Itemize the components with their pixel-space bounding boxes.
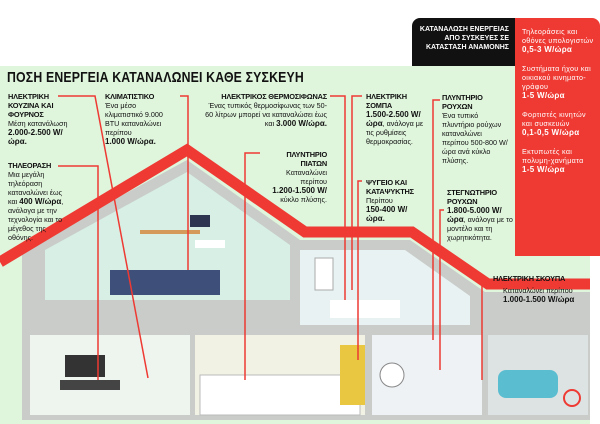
- device-value: 1.800-5.000 W/ώρα: [447, 206, 502, 224]
- device-washing-machine: ΠΛΥΝΤΗΡΙΟ ΡΟΥΧΩΝ Ένα τυπικό πλυντήριο ρο…: [442, 93, 510, 165]
- device-value: 400 W/ώρα: [19, 197, 62, 206]
- bed: [110, 270, 220, 295]
- standby-value: 1-5 W/ώρα: [522, 165, 565, 174]
- device-value: 1.000-1.500 W/ώρα: [503, 295, 575, 304]
- device-text: κύκλο πλύσης.: [280, 195, 327, 204]
- device-value: 150-400 W/ώρα.: [366, 205, 408, 223]
- car: [498, 370, 558, 398]
- device-text: , ανάλογα με την τεχνολογία και το μέγεθ…: [8, 197, 64, 242]
- ac-unit: [195, 240, 225, 248]
- device-fridge: ΨΥΓΕΙΟ ΚΑΙ ΚΑΤΑΨΥΚΤΗΣ Περίπου 150-400 W/…: [366, 178, 426, 223]
- device-value: 1.000 W/ώρα.: [105, 137, 156, 146]
- device-value: 1.200-1.500 W/: [272, 186, 327, 195]
- device-name: ΠΛΥΝΤΗΡΙΟ ΠΙΑΤΩΝ: [286, 150, 327, 168]
- device-tv: ΤΗΛΕΟΡΑΣΗ Μια μεγάλη τηλεόραση καταναλών…: [8, 161, 68, 242]
- washing-machine: [379, 362, 405, 388]
- device-name: ΗΛΕΚΤΡΙΚΗ ΚΟΥΖΙΝΑ ΚΑΙ ΦΟΥΡΝΟΣ: [8, 92, 54, 119]
- device-electric-stove: ΗΛΕΚΤΡΙΚΗ ΣΟΜΠΑ 1.500-2.500 W/ώρα, ανάλο…: [366, 92, 428, 146]
- water-heater: [314, 257, 334, 291]
- device-dishwasher: ΠΛΥΝΤΗΡΙΟ ΠΙΑΤΩΝ Καταναλώνει περίπου 1.2…: [265, 150, 327, 204]
- device-name: ΗΛΕΚΤΡΙΚΗ ΣΚΟΥΠΑ: [493, 274, 566, 283]
- device-text: Καταναλώνει περίπου: [503, 286, 573, 295]
- callout-lines: [58, 95, 488, 380]
- device-text: Μια μεγάλη τηλεόραση καταναλώνει έως και: [8, 170, 63, 206]
- attic-room: [45, 172, 290, 300]
- device-name: ΚΛΙΜΑΤΙΣΤΙΚΟ: [105, 92, 155, 101]
- device-kitchen: ΗΛΕΚΤΡΙΚΗ ΚΟΥΖΙΝΑ ΚΑΙ ΦΟΥΡΝΟΣ Μέση καταν…: [8, 92, 68, 146]
- device-value: 3.000 W/ώρα.: [276, 119, 327, 128]
- device-name: ΗΛΕΚΤΡΙΚΗ ΣΟΜΠΑ: [366, 92, 407, 110]
- device-text: , ανάλογα με τις ρυθμίσεις θερμοκρασίας.: [366, 119, 424, 146]
- standby-label: Τηλεοράσεις και οθόνες υπολογιστών: [522, 27, 594, 45]
- standby-value: 1-5 W/ώρα: [522, 91, 565, 100]
- standby-label: Φορτιστές κινητών και συσκευών: [522, 110, 586, 128]
- device-value: 1.500-2.500 W/ώρα: [366, 110, 421, 128]
- monitor: [190, 215, 210, 227]
- device-text: Καταναλώνει περίπου: [286, 168, 327, 186]
- device-text: Ένας τυπικός θερμοσίφωνας των 50-60 λίτρ…: [205, 101, 327, 128]
- device-name: ΣΤΕΓΝΩΤΗΡΙΟ ΡΟΥΧΩΝ: [447, 188, 497, 206]
- device-vacuum: ΗΛΕΚΤΡΙΚΗ ΣΚΟΥΠΑ Καταναλώνει περίπου 1.0…: [493, 274, 593, 304]
- device-text: Ένα μέσο κλιματιστικό 9.000 BTU καταναλώ…: [105, 101, 163, 137]
- desk: [140, 230, 200, 234]
- device-text: Μέση κατανάλωση: [8, 119, 68, 128]
- living-room: [30, 335, 190, 415]
- kitchen-counter: [199, 374, 361, 416]
- device-name: ΠΛΥΝΤΗΡΙΟ ΡΟΥΧΩΝ: [442, 93, 483, 111]
- device-value: 2.000-2.500 W/ώρα.: [8, 128, 63, 146]
- device-ac: ΚΛΙΜΑΤΙΣΤΙΚΟ Ένα μέσο κλιματιστικό 9.000…: [105, 92, 175, 146]
- device-text: Περίπου: [366, 196, 393, 205]
- tv-screen: [65, 355, 105, 377]
- device-name: ΗΛΕΚΤΡΙΚΟΣ ΘΕΡΜΟΣΙΦΩΝΑΣ: [221, 92, 327, 101]
- bathtub: [330, 300, 400, 318]
- standby-value: 0,5-3 W/ώρα: [522, 45, 573, 54]
- standby-label: Εκτυπωτές και πολυμη-χανήματα: [522, 147, 584, 165]
- device-name: ΨΥΓΕΙΟ ΚΑΙ ΚΑΤΑΨΥΚΤΗΣ: [366, 178, 414, 196]
- fridge: [340, 345, 365, 405]
- device-water-heater: ΗΛΕΚΤΡΙΚΟΣ ΘΕΡΜΟΣΙΦΩΝΑΣ Ένας τυπικός θερ…: [205, 92, 327, 128]
- standby-value: 0,1-0,5 W/ώρα: [522, 128, 580, 137]
- standby-label: Συστήματα ήχου και οικιακού κινηματο-γρά…: [522, 64, 591, 91]
- scooter-wheel: [563, 389, 581, 407]
- page-title: ΠΟΣΗ ΕΝΕΡΓΕΙΑ ΚΑΤΑΝΑΛΩΝΕΙ ΚΑΘΕ ΣΥΣΚΕΥΗ: [7, 69, 304, 86]
- standby-item: Συστήματα ήχου και οικιακού κινηματο-γρά…: [522, 64, 596, 100]
- device-name: ΤΗΛΕΟΡΑΣΗ: [8, 161, 52, 170]
- device-dryer: ΣΤΕΓΝΩΤΗΡΙΟ ΡΟΥΧΩΝ 1.800-5.000 W/ώρα, αν…: [447, 188, 513, 242]
- tv-stand: [60, 380, 120, 390]
- device-text: Ένα τυπικό πλυντήριο ρούχων καταναλώνει …: [442, 111, 508, 165]
- standby-heading: ΚΑΤΑΝΑΛΩΣΗ ΕΝΕΡΓΕΙΑΣ ΑΠΟ ΣΥΣΚΕΥΕΣ ΣΕ ΚΑΤ…: [412, 18, 515, 66]
- device-text: , ανάλογα με το μοντέλο και τη χωρητικότ…: [447, 215, 513, 242]
